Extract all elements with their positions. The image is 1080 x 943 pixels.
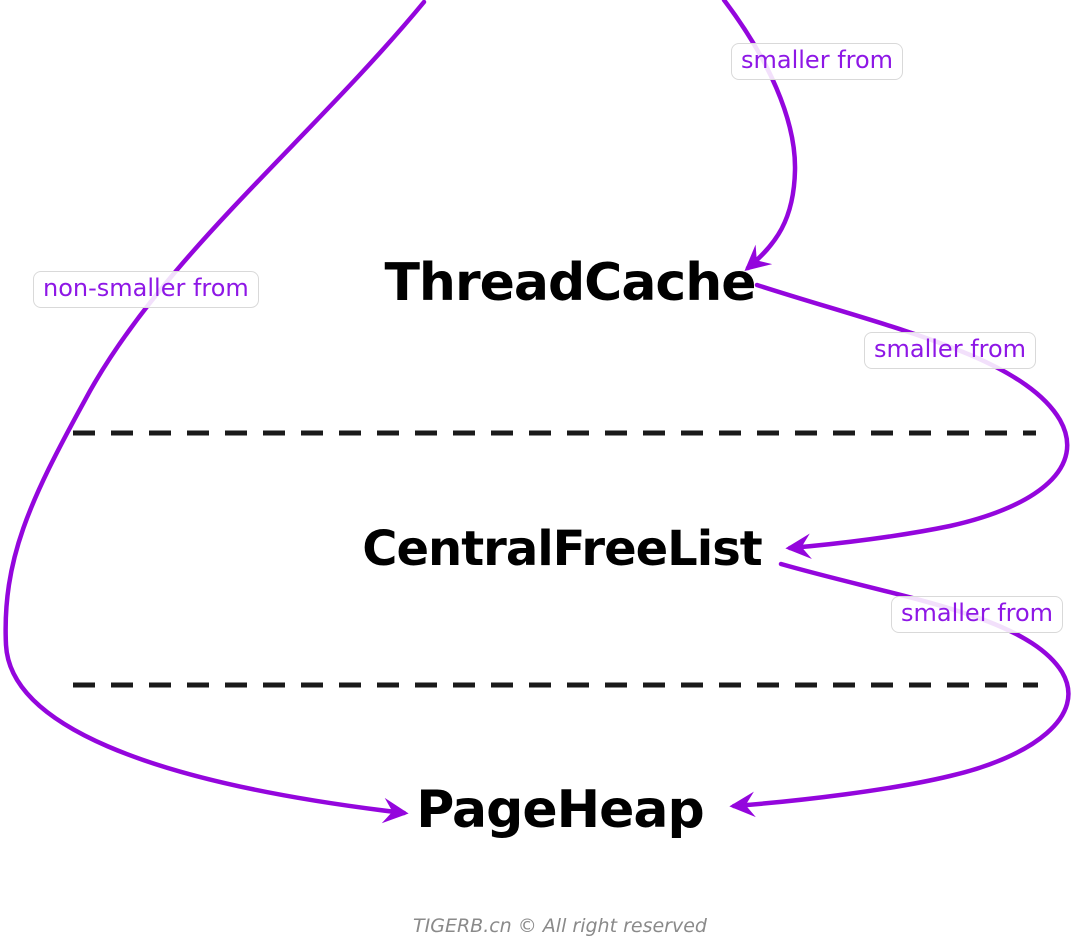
edge-label-smaller-from-mid: smaller from — [864, 332, 1037, 369]
footer-copyright: TIGERB.cn © All right reserved — [413, 915, 707, 937]
edge-label-smaller-from-bottom: smaller from — [891, 596, 1064, 633]
node-central-free-list: CentralFreeList — [362, 521, 762, 577]
node-page-heap: PageHeap — [416, 780, 704, 840]
edge-label-smaller-from-top: smaller from — [731, 43, 904, 80]
edge-label-non-smaller-from: non-smaller from — [33, 271, 259, 308]
edge-top-to-pageheap — [3, 0, 427, 824]
edge-threadcache-to-centralfreelist — [754, 282, 1070, 560]
node-thread-cache: ThreadCache — [384, 253, 756, 313]
edge-top-to-threadcache — [721, 0, 798, 272]
